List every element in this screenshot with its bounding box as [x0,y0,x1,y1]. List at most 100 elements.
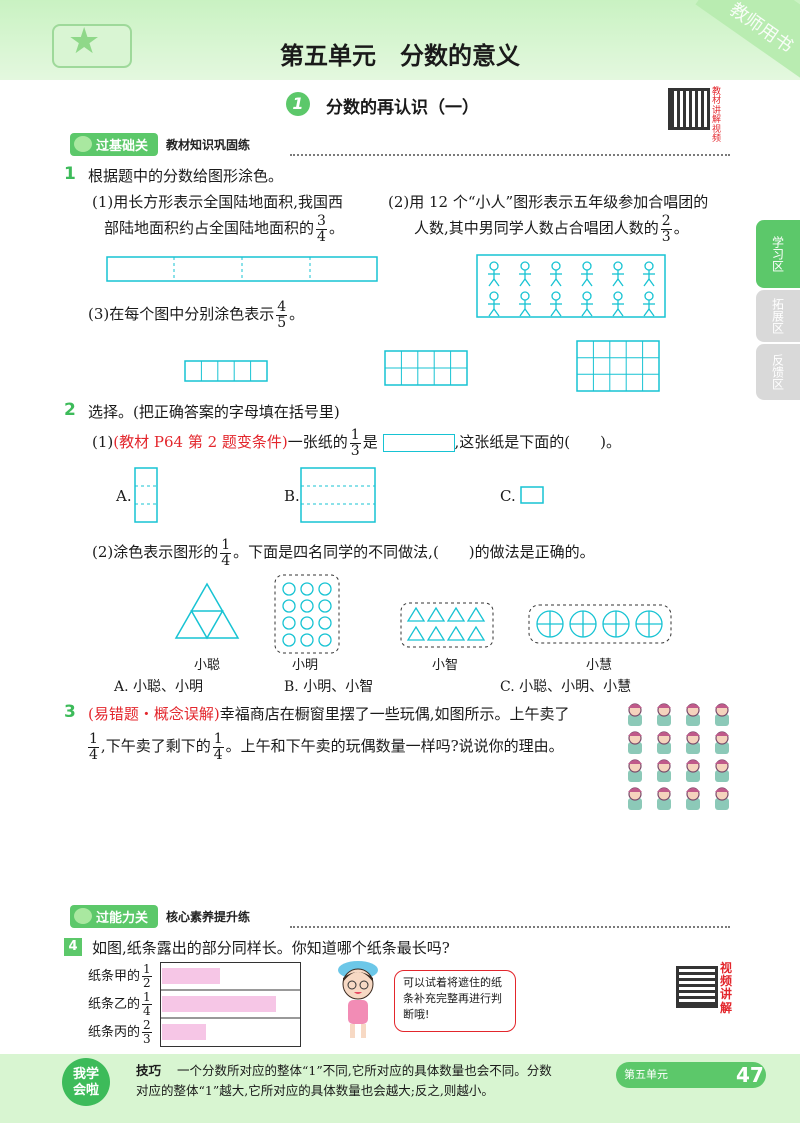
doll-icon [715,703,729,726]
hint-bubble: 可以试着将遮住的纸条补充完整再进行判断哦! [394,970,516,1032]
person-icon [550,291,562,317]
doll-icon [686,759,700,782]
section-basic: 过基础关 教材知识巩固练 [70,132,250,156]
name-xiaocong: 小聪 [194,658,221,673]
tip-label: 技巧 [136,1063,162,1078]
q4-strips-figure [160,962,301,1047]
q2-option-b-figure[interactable] [300,467,376,523]
fraction-numerator: 2 [142,1017,152,1033]
fraction-denominator: 2 [143,975,151,990]
fraction-denominator: 4 [89,746,98,763]
q2-choice-a[interactable]: A. 小聪、小明 [114,679,204,695]
doll-icon [686,703,700,726]
q2-option-a-label[interactable]: A. [116,487,132,505]
q1-rectangle-figure[interactable] [106,256,378,282]
doll-icon [628,703,642,726]
person-icon [612,291,624,317]
footer-unit-label: 第五单元 [624,1068,668,1081]
q2-p2-text: (2)涂色表示图形的 [92,543,219,562]
fraction-denominator: 5 [277,314,287,331]
q2-option-c-label[interactable]: C. [500,487,516,505]
strip-label-text: 纸条丙的 [88,1024,141,1040]
doll-icon [628,731,642,754]
person-icon [581,291,593,317]
q1-grid-15[interactable] [576,340,660,392]
q2-choice-c[interactable]: C. 小聪、小明、小慧 [500,679,632,695]
q2-number: 2 [64,400,76,420]
fraction-denominator: 4 [317,228,326,245]
section-ability-divider [290,926,730,928]
fraction-numerator: 1 [142,989,152,1005]
q2-p1-text: 一张纸的 [287,433,348,452]
q2-option-b-label[interactable]: B. [284,487,300,505]
tip-text-1: 一个分数所对应的整体“1”不同,它所对应的具体数量也会不同。分数 [177,1063,552,1078]
q4-stem: 如图,纸条露出的部分同样长。你知道哪个纸条最长吗? [92,939,450,957]
xiaoming-circles-figure [274,574,340,654]
q1-stem: 根据题中的分数给图形涂色。 [88,167,284,185]
q1-p2-text: 人数,其中男同学人数占合唱团人数的 [414,219,659,238]
circle-icon [282,599,296,613]
doll-icon [657,703,671,726]
cartoon-girl-illustration [338,961,378,1038]
q2-choice-b[interactable]: B. 小明、小智 [284,679,374,695]
q2-option-a-figure[interactable] [134,467,158,523]
tab-extend[interactable]: 拓展区 [756,290,800,342]
qr-caption: 教材讲解视频 [712,87,722,145]
name-xiaohui: 小慧 [586,658,613,673]
footer-unit-pill: 第五单元 [616,1062,766,1088]
fraction-denominator: 4 [213,746,223,763]
page-title: 第五单元 分数的意义 [280,42,520,70]
video-label: 视频讲解 [720,961,733,1015]
q1-p1-line1: (1)用长方形表示全国陆地面积,我国西 [92,193,344,211]
q2-option-c-figure[interactable] [520,486,544,504]
q2-p2-end: 。下面是四名同学的不同做法,( )的做法是正确的。 [233,543,595,562]
xiaocong-triangle-figure [174,582,240,640]
strip-label-text: 纸条甲的 [88,968,141,984]
q2-stem: 选择。(把正确答案的字母填在括号里) [88,403,340,421]
fraction-denominator: 4 [221,552,231,569]
qr-code-icon[interactable] [668,88,710,130]
q1-grid-10[interactable] [384,350,468,386]
name-xiaoming: 小明 [292,658,319,673]
q3-dolls-figure [628,703,729,810]
fraction-denominator: 3 [661,228,671,245]
circle-icon [318,633,332,647]
q2-p1-source: (教材 P64 第 2 题变条件) [113,433,288,452]
doll-icon [715,731,729,754]
q1-people-figure[interactable] [476,254,666,318]
person-icon [550,261,562,287]
page-number: 47 [736,1063,764,1087]
fraction-denominator: 3 [143,1031,151,1046]
footer-badge: 我学 会啦 [62,1058,110,1106]
q1-p2-line1: (2)用 12 个“小人”图形表示五年级参加合唱团的 [388,193,709,211]
q3-text2: ,下午卖了剩下的 [100,737,211,756]
tab-feedback[interactable]: 反馈区 [756,344,800,400]
fraction-numerator: 1 [212,731,224,748]
header-logo [52,24,132,68]
lesson-title: 分数的再认识（一） [326,98,479,118]
circle-icon [300,582,314,596]
video-qr-icon[interactable] [676,966,718,1008]
footer-tip-line1: 技巧一个分数所对应的整体“1”不同,它所对应的具体数量也会不同。分数 [136,1062,552,1081]
doll-icon [686,787,700,810]
xiaohui-circles-figure [528,604,672,644]
star-icon: ★ [68,21,101,62]
q4-number: 4 [64,938,82,956]
section-basic-divider [290,154,730,156]
tab-study[interactable]: 学习区 [756,220,800,288]
q1-grid-5[interactable] [184,360,268,382]
q1-p2-end: 。 [673,219,689,238]
doll-icon [715,759,729,782]
